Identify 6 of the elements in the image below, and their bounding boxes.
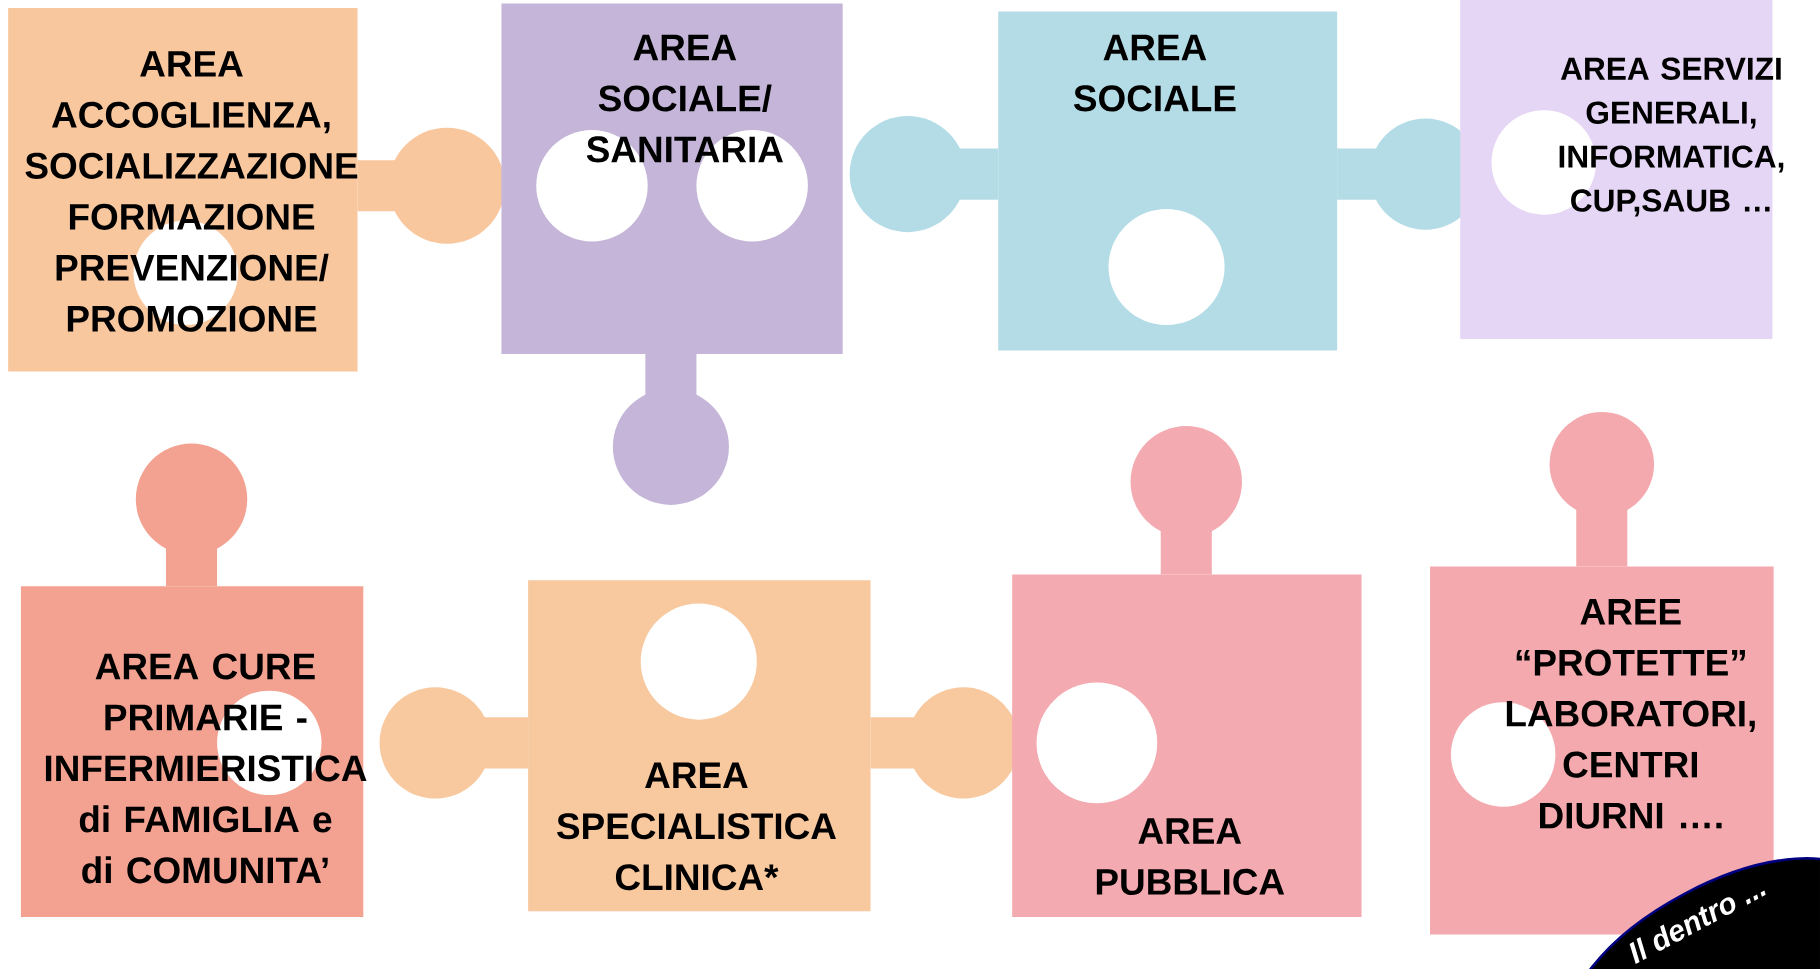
puzzle-piece: AREA PUBBLICA: [1012, 425, 1362, 917]
puzzle-piece: AREA SPECIALISTICA CLINICA*: [379, 580, 1020, 912]
puzzle-piece: AREA SOCIALE/ SANITARIA: [501, 3, 843, 505]
puzzle-piece: AREA ACCOGLIENZA, SOCIALIZZAZIONE FORMAZIONE PREVENZIONE/ PROMOZIONE: [8, 8, 505, 372]
puzzle-piece: AREA CURE PRIMARIE - INFERMIERISTICA di FAMIGLIA e di COMUNITA’: [20, 443, 367, 917]
puzzle-piece: AREA SOCIALE: [849, 11, 1482, 351]
